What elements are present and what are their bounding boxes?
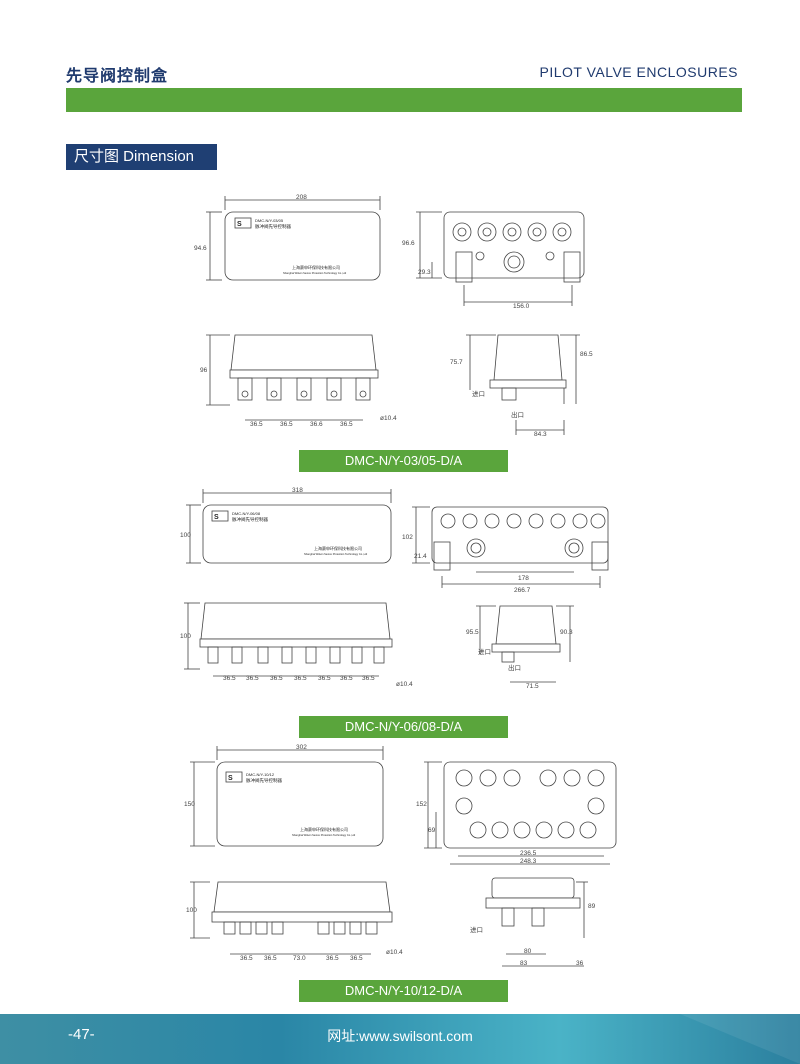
dim-pitch-1: 36.5	[250, 421, 263, 428]
dim-profile-h1: 89	[588, 903, 596, 910]
page-number: -47-	[68, 1026, 95, 1043]
dim-body-height: 100	[180, 633, 191, 640]
front-company-cn: 上海赛申环保科技有限公司	[300, 826, 348, 832]
drawing-model-3: S DMC-N/Y-10/12 脉冲阀先导控制器 上海赛申环保科技有限公司 Sh…	[184, 744, 617, 967]
dim-side-offset: 29.3	[418, 269, 431, 276]
drawing-model-2: S DMC-N/Y-06/08 脉冲阀先导控制器 上海赛申环保科技有限公司 Sh…	[180, 487, 609, 690]
dim-front-width: 318	[292, 487, 303, 494]
dim-body-height: 96	[200, 367, 208, 374]
dim-side-width: 266.7	[514, 587, 531, 594]
dim-profile-w: 84.3	[534, 431, 547, 438]
profile-inlet: 进口	[470, 926, 483, 934]
front-product-name: 脉冲阀先导控制器	[246, 777, 282, 784]
dim-side-height: 96.6	[402, 240, 415, 247]
front-company-cn: 上海赛申环保科技有限公司	[292, 264, 340, 270]
dim-pitch-3: 36.6	[310, 421, 323, 428]
front-company-en: Shanghai Wilson Sevice Protection Techno…	[304, 552, 368, 556]
dim-pitch-7: 36.5	[362, 675, 375, 682]
dim-profile-w3: 36	[576, 960, 584, 967]
header-green-bar	[66, 88, 742, 112]
dim-body-height: 100	[186, 907, 197, 914]
dim-pitch-1: 36.5	[240, 955, 253, 962]
dim-front-height: 150	[184, 801, 195, 808]
dim-profile-w: 71.5	[526, 683, 539, 690]
dim-profile-h2: 86.5	[580, 351, 593, 358]
header-title-cn: 先导阀控制盒	[66, 68, 169, 85]
dim-pitch-4: 36.5	[294, 675, 307, 682]
dim-front-height: 94.6	[194, 245, 207, 252]
front-company-cn: 上海赛申环保科技有限公司	[314, 545, 362, 551]
profile-outlet: 出口	[508, 663, 521, 672]
profile-inlet: 进口	[472, 390, 485, 398]
dim-hole: ø10.4	[386, 949, 403, 956]
profile-outlet: 出口	[511, 410, 524, 419]
dim-pitch-3: 73.0	[293, 955, 306, 962]
dim-side-offset: 21.4	[414, 553, 427, 560]
model-label-1: DMC-N/Y-03/05-D/A	[299, 450, 508, 472]
dim-side-offset: 69	[428, 827, 436, 834]
header-title-en: PILOT VALVE ENCLOSURES	[539, 64, 738, 80]
dim-pitch-2: 36.5	[264, 955, 277, 962]
footer-band: -47- 网址:www.swilsont.com	[0, 1014, 800, 1064]
website-link[interactable]: 网址:www.swilsont.com	[327, 1028, 473, 1044]
dim-pitch-4: 36.5	[326, 955, 339, 962]
dim-pitch-6: 36.5	[340, 675, 353, 682]
dim-front-width: 302	[296, 744, 307, 751]
dim-profile-w1: 80	[524, 948, 532, 955]
model-label-3: DMC-N/Y-10/12-D/A	[299, 980, 508, 1002]
front-company-en: Shanghai Wilson Sevice Protection Techno…	[283, 271, 347, 275]
dim-pitch-5: 36.5	[350, 955, 363, 962]
drawing-model-1: S DMC-N/Y-03/05 脉冲阀先导控制器 上海赛申环保科技有限公司 Sh…	[194, 194, 593, 438]
dim-side-width: 156.0	[513, 303, 530, 310]
dim-profile-h1: 95.5	[466, 629, 479, 636]
dim-hole: ø10.4	[396, 681, 413, 688]
svg-text:S: S	[228, 775, 233, 782]
front-product-name: 脉冲阀先导控制器	[255, 223, 291, 230]
svg-text:S: S	[214, 514, 219, 521]
dim-profile-w2: 83	[520, 960, 528, 967]
front-company-en: Shanghai Wilson Sevice Protection Techno…	[292, 833, 356, 837]
model-label-2: DMC-N/Y-06/08-D/A	[299, 716, 508, 738]
dim-hole: ø10.4	[380, 415, 397, 422]
dim-side-width: 248.3	[520, 858, 537, 865]
svg-text:S: S	[237, 221, 242, 228]
front-model-code: DMC-N/Y-03/05	[255, 218, 284, 223]
dim-pitch-5: 36.5	[318, 675, 331, 682]
front-model-code: DMC-N/Y-06/08	[232, 511, 261, 516]
dim-front-height: 100	[180, 532, 191, 539]
front-product-name: 脉冲阀先导控制器	[232, 516, 268, 523]
dim-pitch-4: 36.5	[340, 421, 353, 428]
dim-side-height: 152	[416, 801, 427, 808]
dim-profile-h1: 75.7	[450, 359, 463, 366]
footer-decoration	[680, 1014, 800, 1064]
profile-inlet: 进口	[478, 648, 491, 656]
dim-pitch-2: 36.5	[280, 421, 293, 428]
dim-side-inner: 178	[518, 575, 529, 582]
dim-pitch-3: 36.5	[270, 675, 283, 682]
section-label: 尺寸图 Dimension	[66, 144, 217, 170]
dim-side-inner: 236.5	[520, 850, 537, 857]
front-model-code: DMC-N/Y-10/12	[246, 772, 275, 777]
dim-pitch-2: 36.5	[246, 675, 259, 682]
dim-pitch-1: 36.5	[223, 675, 236, 682]
dim-side-height: 102	[402, 534, 413, 541]
dim-profile-h2: 90.3	[560, 629, 573, 636]
dim-front-width: 208	[296, 194, 307, 201]
